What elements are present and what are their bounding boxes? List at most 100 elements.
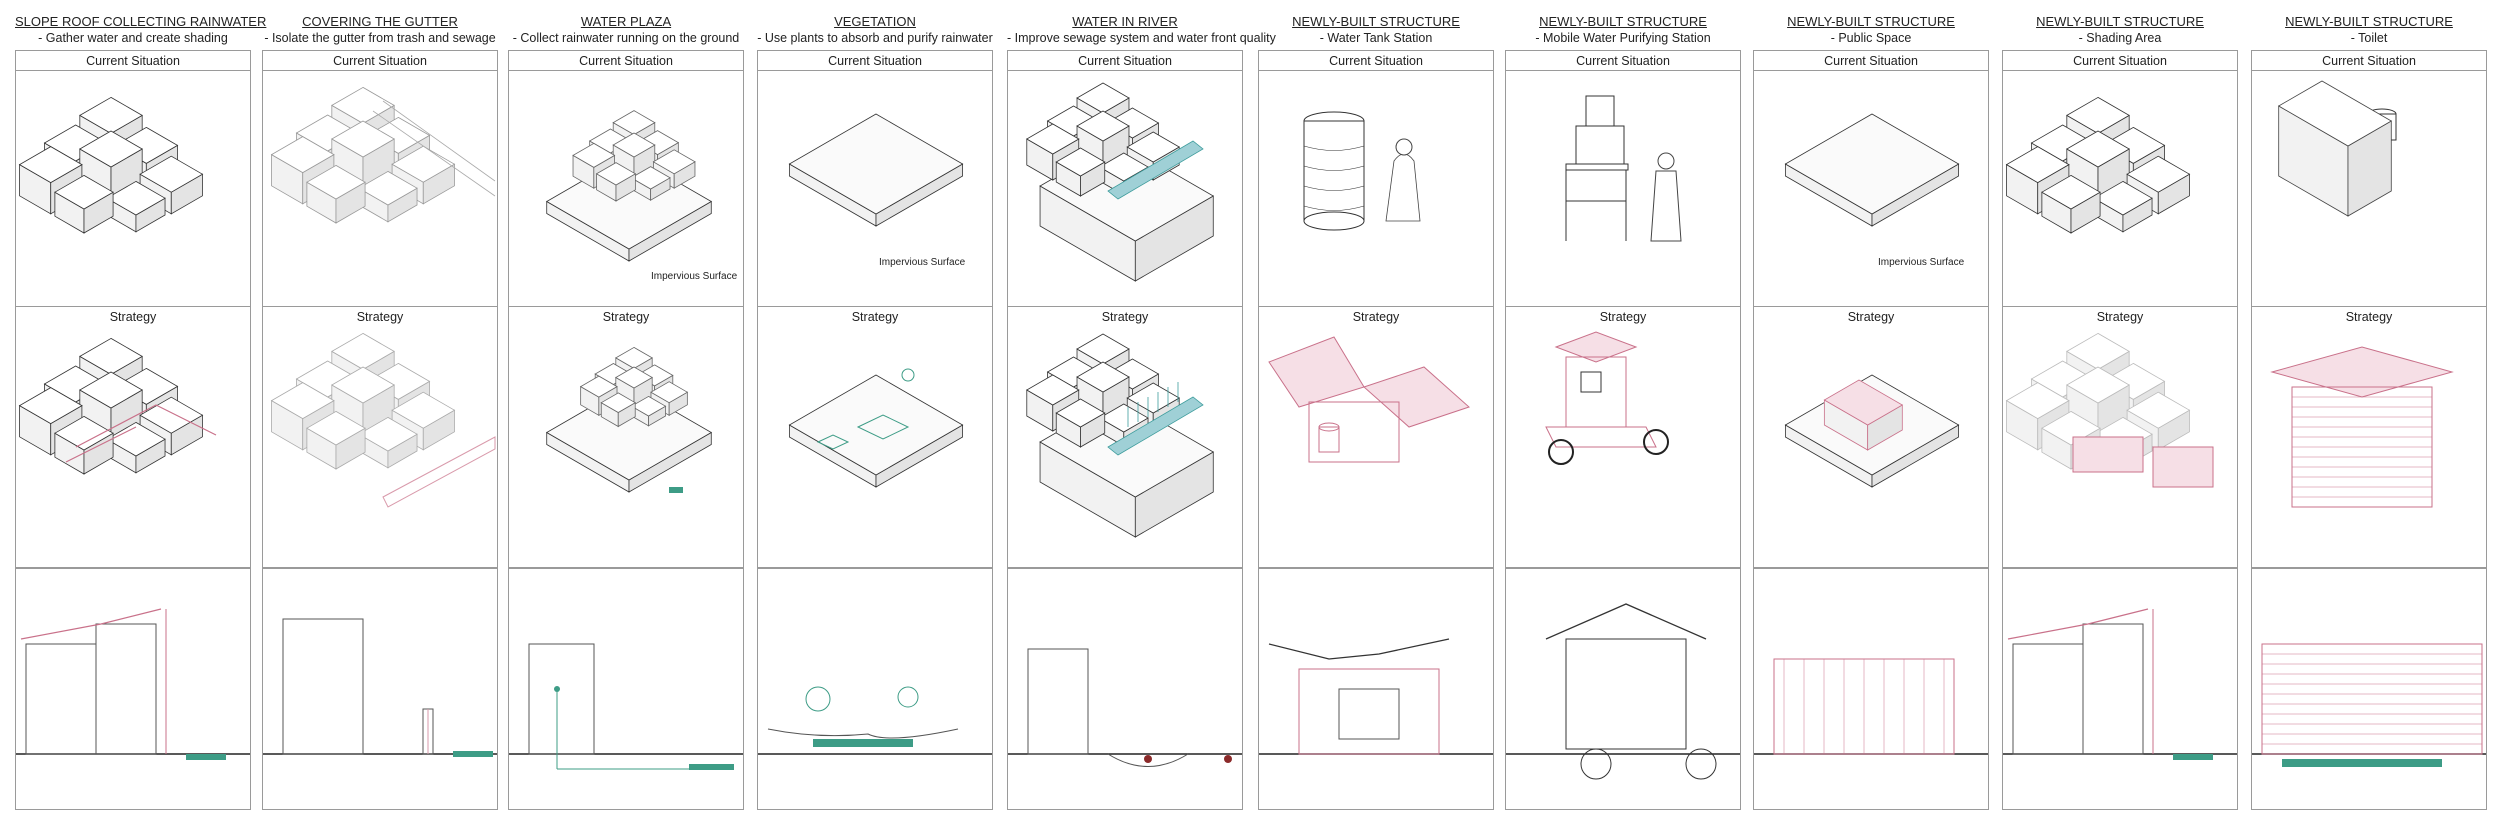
section-panel — [1505, 568, 1741, 810]
section-panel — [2002, 568, 2238, 810]
column-6: NEWLY-BUILT STRUCTURE- Water Tank Statio… — [1258, 0, 1494, 835]
panel-label-bar — [1506, 51, 1740, 71]
column-header: WATER IN RIVER - Improve sewage system an… — [1007, 14, 1276, 46]
strategy-panel: Strategy — [2002, 306, 2238, 568]
strategy-drawing — [788, 368, 964, 488]
strategy-label: Strategy — [851, 310, 899, 324]
current-situation-label: Current Situation — [2322, 54, 2416, 68]
strategy-label: Strategy — [109, 310, 157, 324]
strategy-drawing — [2005, 332, 2214, 488]
column-header: COVERING THE GUTTER- Isolate the gutter … — [262, 14, 498, 46]
current-drawing — [2005, 96, 2191, 234]
column-3: WATER PLAZA- Collect rainwater running o… — [508, 0, 744, 835]
current-situation-label: Current Situation — [86, 54, 180, 68]
panel-label-bar — [2252, 51, 2486, 71]
strategy-panel: Strategy — [262, 306, 498, 568]
column-header: SLOPE ROOF COLLECTING RAINWATER- Gather … — [15, 14, 266, 46]
panel-label-bar — [758, 51, 992, 71]
column-subtitle: - Collect rainwater running on the groun… — [512, 31, 740, 45]
column-title: WATER IN RIVER — [1072, 14, 1178, 29]
strategy-panel: Strategy — [757, 306, 993, 568]
section-drawing — [509, 643, 743, 770]
current-drawing — [788, 113, 964, 227]
current-situation-label: Current Situation — [828, 54, 922, 68]
current-situation-panel: Current Situation — [262, 50, 498, 325]
section-drawing — [263, 618, 497, 757]
column-title: VEGETATION — [834, 14, 916, 29]
current-drawing — [1303, 111, 1421, 231]
column-2: COVERING THE GUTTER- Isolate the gutter … — [262, 0, 498, 835]
column-subtitle: - Improve sewage system and water front … — [1007, 31, 1276, 45]
strategy-label: Strategy — [2345, 310, 2393, 324]
panel-label-bar — [16, 51, 250, 71]
panel-label-bar — [263, 51, 497, 71]
panel-label-bar — [1259, 51, 1493, 71]
current-drawing — [545, 110, 713, 262]
panel-label-bar — [509, 51, 743, 71]
current-drawing — [1565, 95, 1682, 242]
column-title: NEWLY-BUILT STRUCTURE — [1292, 14, 1460, 29]
strategy-panel: Strategy — [1505, 306, 1741, 568]
current-situation-label: Current Situation — [333, 54, 427, 68]
section-drawing — [758, 686, 992, 755]
column-subtitle: - Isolate the gutter from trash and sewa… — [264, 31, 496, 45]
strategy-drawing — [1545, 331, 1669, 465]
column-4: VEGETATION - Use plants to absorb and pur… — [757, 0, 993, 835]
current-situation-panel: Current Situation — [1505, 50, 1741, 325]
current-drawing — [2277, 80, 2397, 217]
strategy-panel: Strategy — [1007, 306, 1243, 568]
column-1: SLOPE ROOF COLLECTING RAINWATER- Gather … — [15, 0, 266, 835]
section-panel — [757, 568, 993, 810]
section-panel — [15, 568, 251, 810]
strategy-drawing — [2270, 346, 2454, 508]
column-header: NEWLY-BUILT STRUCTURE- Shading Area — [2002, 14, 2238, 46]
current-drawing — [18, 96, 204, 234]
column-subtitle: - Use plants to absorb and purify rainwa… — [757, 31, 993, 45]
strategy-panel: Strategy — [1258, 306, 1494, 568]
column-title: NEWLY-BUILT STRUCTURE — [2285, 14, 2453, 29]
column-subtitle: - Mobile Water Purifying Station — [1535, 31, 1711, 45]
column-subtitle: - Gather water and create shading — [38, 31, 228, 45]
strategy-drawing — [545, 346, 713, 493]
strategy-drawing — [270, 332, 496, 508]
column-header: NEWLY-BUILT STRUCTURE - Mobile Water Puri… — [1505, 14, 1741, 46]
strategy-panel: Strategy — [1753, 306, 1989, 568]
current-situation-panel: Current Situation — [1258, 50, 1494, 325]
current-situation-panel: Current Situation — [15, 50, 251, 325]
impervious-surface-label: Impervious Surface — [651, 271, 738, 282]
panel-label-bar — [1754, 51, 1988, 71]
column-title: NEWLY-BUILT STRUCTURE — [1539, 14, 1707, 29]
strategy-drawing — [1025, 333, 1215, 538]
current-situation-panel: Current Situation — [1007, 50, 1243, 325]
column-subtitle: - Shading Area — [2078, 31, 2162, 45]
strategy-drawing — [1784, 374, 1960, 488]
section-panel — [1753, 568, 1989, 810]
impervious-surface-label: Impervious Surface — [879, 257, 966, 268]
current-situation-label: Current Situation — [2073, 54, 2167, 68]
strategy-label: Strategy — [1847, 310, 1895, 324]
current-drawing — [270, 86, 496, 224]
section-drawing — [1506, 603, 1740, 780]
column-subtitle: - Public Space — [1830, 31, 1912, 45]
strategy-label: Strategy — [2096, 310, 2144, 324]
panel-label-bar — [2003, 51, 2237, 71]
column-subtitle: - Toilet — [2350, 31, 2388, 45]
column-header: NEWLY-BUILT STRUCTURE - Toilet — [2251, 14, 2487, 46]
section-drawing — [1008, 648, 1242, 767]
strategy-panel: Strategy — [508, 306, 744, 568]
column-header: WATER PLAZA- Collect rainwater running o… — [508, 14, 744, 46]
section-drawing — [1754, 658, 1988, 755]
column-header: NEWLY-BUILT STRUCTURE- Public Space — [1753, 14, 1989, 46]
current-situation-panel: Current Situation — [2002, 50, 2238, 325]
impervious-surface-label: Impervious Surface — [1878, 257, 1965, 268]
section-panel — [1007, 568, 1243, 810]
section-panel — [262, 568, 498, 810]
current-drawing — [1784, 113, 1960, 227]
strategy-label: Strategy — [1352, 310, 1400, 324]
section-drawing — [16, 608, 250, 760]
section-drawing — [1259, 638, 1493, 755]
